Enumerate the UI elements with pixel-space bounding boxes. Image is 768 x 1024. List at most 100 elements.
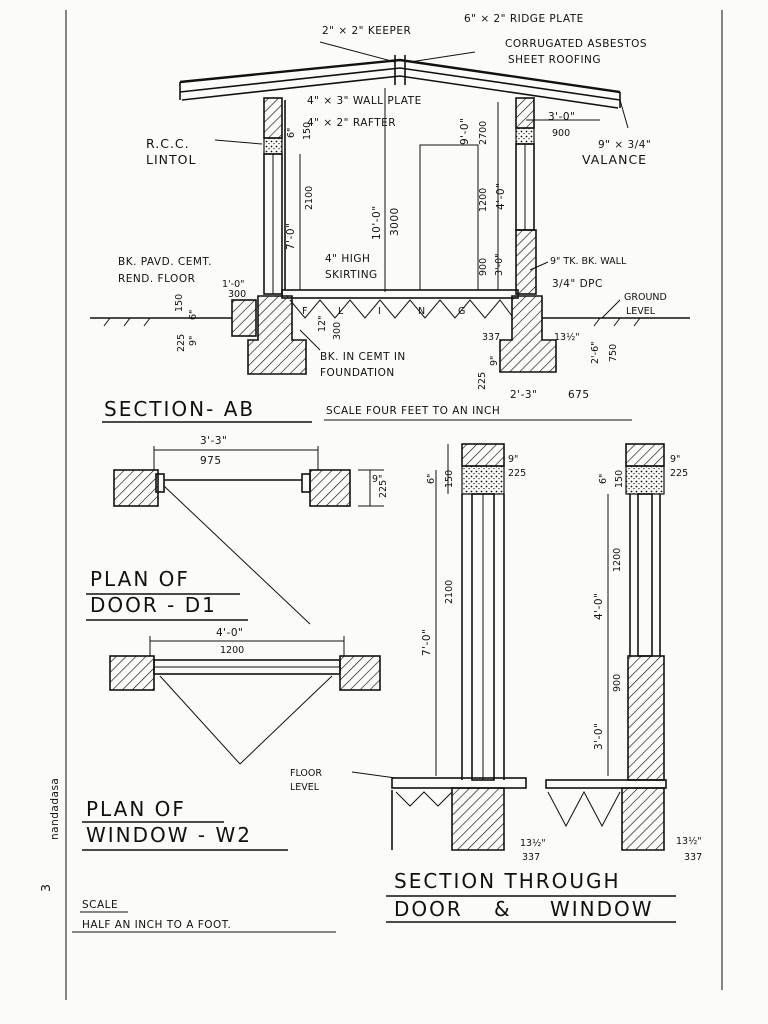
right-wall-top [515,97,535,129]
floor-letter: G [458,306,465,317]
door-width-ft: 3'-3" [200,435,227,447]
door-top-mm: 225 [508,468,526,479]
right-window-ft: 4'-0" [495,183,507,210]
floor-letter: F [302,306,307,317]
win-offset-mm: 337 [684,852,702,863]
foundation-label-2: FOUNDATION [320,367,395,379]
roofing-label-1: CORRUGATED ASBESTOS [505,38,647,50]
found-step-mm: 225 [477,372,488,390]
lintol-depth-ft: 6" [286,128,297,138]
win-top-mm: 225 [670,468,688,479]
wall-label: 9" TK. BK. WALL [550,256,627,267]
door-lintol-mm: 150 [444,470,455,488]
lintol-label-1: R.C.C. [146,136,190,151]
left-wall [263,97,283,139]
valance-label-2: VALANCE [582,152,647,167]
lintol-label-2: LINTOL [146,152,196,167]
plan-door: 3'-3" 975 9" 225 PLAN OF DOOR - D1 [86,435,389,625]
footer: SCALE HALF AN INCH TO A FOOT. 3 nandadas… [38,778,336,933]
footer-scale-text: HALF AN INCH TO A FOOT. [82,919,231,931]
found-mm: 675 [568,389,590,401]
plan-window-title-1: PLAN OF [86,797,186,821]
depth-mm: 750 [608,344,619,362]
left-ft: 150 [174,294,185,312]
found-ft: 2'-3" [510,389,537,401]
dpc-label: 3/4" DPC [552,278,603,290]
skirting-label-2: SKIRTING [325,269,378,281]
door-height-ft: 7'-0" [421,629,433,656]
right-top-mm: 2700 [478,121,489,145]
step-mm: 300 [332,322,343,340]
ground-label-1: GROUND [624,292,667,303]
ridge-plate-label: 6" × 2" RIDGE PLATE [464,13,584,25]
skirting-label-1: 4" HIGH [325,253,370,265]
height-door-ft: 7'-0" [285,223,297,250]
win-top-ft: 9" [670,454,680,465]
found-step: 9" [489,356,500,366]
section-ab-title: SECTION- AB [104,397,255,421]
section-ab: 2" × 2" KEEPER 6" × 2" RIDGE PLATE CORRU… [90,13,690,423]
right-sill-ft: 3'-0" [494,254,505,277]
left-found: 225 [176,334,187,352]
valance-label-1: 9" × 3/4" [598,139,651,151]
window-width-mm: 1200 [220,645,244,656]
floor-slab [281,289,519,299]
height-total-mm: 3000 [389,207,401,236]
window-width-ft: 4'-0" [216,627,243,639]
right-wall-sill [515,229,537,295]
door-lintol-ft: 6" [426,474,437,484]
plan-door-title-1: PLAN OF [90,567,190,591]
offset-mm: 337 [482,332,500,343]
section-dw-title-door: DOOR [394,897,463,921]
right-sill-mm: 900 [478,258,489,276]
ground-label-2: LEVEL [626,306,656,317]
lintol-depth-mm: 150 [302,122,313,140]
win-height-ft: 4'-0" [593,593,605,620]
roof-sheets [179,55,621,109]
page-number: 3 [38,883,53,892]
depth-ft: 2'-6" [590,342,601,365]
win-sill-mm: 900 [612,674,623,692]
win-sill-ft: 3'-0" [593,723,605,750]
door-width-mm: 975 [200,455,222,467]
left-lintol [263,137,283,155]
plan-window-title-2: WINDOW - W2 [86,823,252,847]
left-found-in: 9" [188,336,199,346]
right-lintol [515,127,535,145]
plan-window: 4'-0" 1200 PLAN OF WINDOW - W2 [82,627,381,851]
section-dw-title-amp: & [494,897,512,921]
section-door-window: 9" 225 6" 150 7'-0" 2100 FLOOR LEVEL 13½… [290,443,702,923]
floor-level-label-1: FLOOR [290,768,322,779]
rafter-label: 4" × 2" RAFTER [307,117,396,129]
roofing-label-2: SHEET ROOFING [508,54,601,66]
step-ft: 12" [317,316,328,332]
wall-plate-label: 4" × 3" WALL PLATE [307,95,422,107]
section-dw-title-window: WINDOW [550,897,654,921]
door-offset-ft: 13½" [520,838,546,849]
win-lintol-mm: 150 [614,470,625,488]
floor-level-label-2: LEVEL [290,782,320,793]
left-step [231,299,257,337]
door-wall-ft: 9" [372,474,382,485]
keeper-label: 2" × 2" KEEPER [322,25,411,37]
door-top-ft: 9" [508,454,518,465]
left-foundation [247,295,307,375]
plinth-ft: 1'-0" [222,279,245,290]
section-dw-title-1: SECTION THROUGH [394,869,621,893]
floor-label-2: REND. FLOOR [118,273,195,285]
overhang-mm: 900 [552,128,570,139]
win-height-mm: 1200 [612,548,623,572]
right-top-ft: 9'-0" [459,118,471,145]
win-offset-ft: 13½" [676,836,702,847]
foundation-label-1: BK. IN CEMT IN [320,351,406,363]
door-offset-mm: 337 [522,852,540,863]
signature: nandadasa [49,778,61,840]
right-window-mm: 1200 [478,188,489,212]
plinth-mm: 300 [228,289,246,300]
floor-label-1: BK. PAVD. CEMT. [118,256,212,268]
footer-scale-label: SCALE [82,899,118,911]
floor-letter: N [418,306,425,317]
win-lintol-ft: 6" [598,474,609,484]
height-door-mm: 2100 [304,186,315,210]
